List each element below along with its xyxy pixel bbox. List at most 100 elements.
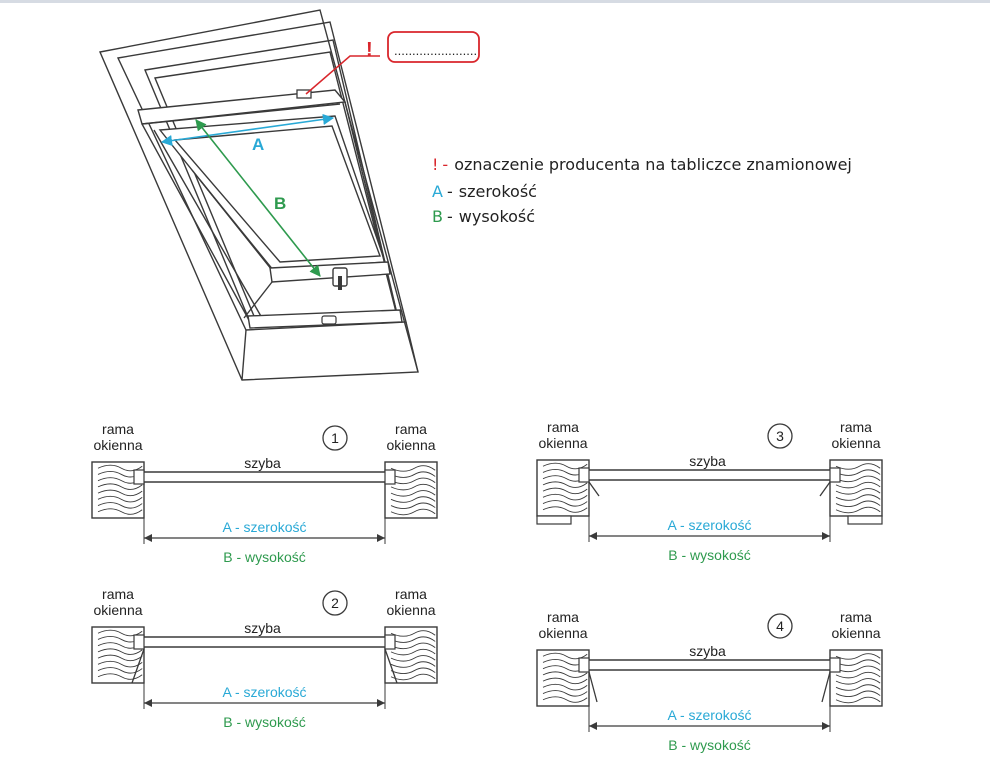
- wood-grain: [835, 469, 881, 476]
- arrow-head: [589, 722, 597, 730]
- glass-pane: [137, 636, 392, 648]
- legend-text: oznaczenie producenta na tabliczce znami…: [454, 155, 852, 174]
- section-number: 1: [331, 430, 339, 446]
- wood-grain: [542, 677, 588, 685]
- dimension-a-label: A: [252, 135, 264, 154]
- glass-seal: [133, 634, 145, 650]
- frame-right-label: okienna: [831, 435, 880, 451]
- wood-grain: [97, 673, 143, 680]
- frame-left-label: okienna: [538, 435, 587, 451]
- wood-grain: [390, 496, 436, 503]
- wood-grain: [390, 502, 436, 510]
- callout-placeholder: .......................: [394, 43, 477, 58]
- wood-grain: [542, 506, 588, 513]
- dimension-b-text: B - wysokość: [668, 547, 750, 563]
- wood-grain: [835, 653, 881, 660]
- wood-grain: [97, 660, 143, 668]
- wood-grain: [390, 465, 436, 472]
- handle-icon: [332, 267, 348, 290]
- wood-grain: [97, 489, 143, 497]
- arrow-head: [822, 532, 830, 540]
- wood-grain: [97, 508, 143, 515]
- wood-grain: [390, 642, 436, 650]
- wood-grain: [390, 648, 436, 656]
- glass-seal: [384, 469, 396, 485]
- glass-seal: [384, 634, 396, 650]
- frame-right-label: rama: [395, 586, 427, 602]
- frame-left-label: okienna: [538, 625, 587, 641]
- reveal-edge: [384, 648, 398, 684]
- wood-grain: [97, 495, 143, 503]
- frame-left-label: rama: [547, 609, 579, 625]
- glass-pane: [582, 659, 837, 671]
- wood-grain: [835, 463, 881, 470]
- wood-grain: [835, 659, 881, 666]
- wood-grain: [835, 506, 881, 514]
- wood-grain: [390, 630, 436, 637]
- glass-seal: [829, 657, 841, 673]
- legend-item-height: B-wysokość: [432, 207, 535, 226]
- legend-dash: -: [442, 155, 449, 174]
- callout-mark: !: [366, 39, 373, 61]
- frame-left-label: rama: [547, 419, 579, 435]
- frame-left-label: okienna: [93, 437, 142, 453]
- dimension-b-line: [195, 119, 321, 277]
- callout-box: [387, 31, 480, 63]
- wood-grain: [542, 493, 588, 501]
- wood-grain: [390, 490, 436, 497]
- wood-grain: [835, 690, 881, 698]
- wood-grain: [542, 696, 588, 703]
- wood-grain: [390, 483, 436, 491]
- frame-left-label: rama: [102, 586, 134, 602]
- nameplate-icon: [296, 89, 312, 99]
- glass-label: szyba: [244, 455, 281, 471]
- section-number-badge: [767, 613, 793, 639]
- dimension-a-text: A - szerokość: [667, 707, 751, 723]
- legend-text: wysokość: [458, 207, 536, 226]
- wood-grain: [390, 673, 436, 681]
- dimension-b-text: B - wysokość: [668, 737, 750, 753]
- section-number: 3: [776, 428, 784, 444]
- wood-grain: [835, 494, 881, 501]
- legend-item-manufacturer: !-oznaczenie producenta na tabliczce zna…: [432, 155, 852, 174]
- dimension-a-text: A - szerokość: [667, 517, 751, 533]
- reveal-edge: [588, 481, 600, 497]
- glass-pane: [137, 471, 392, 483]
- wood-grain: [390, 667, 436, 675]
- wood-grain: [835, 678, 881, 685]
- wood-grain: [835, 671, 881, 679]
- window-outline: [99, 9, 419, 381]
- dimension-b-text: B - wysokość: [223, 549, 305, 565]
- top-divider: [0, 0, 990, 3]
- sill-strip: [847, 515, 883, 525]
- wood-grain: [390, 471, 436, 478]
- legend-text: szerokość: [458, 182, 537, 201]
- frame-right-label: rama: [395, 421, 427, 437]
- wood-grain: [542, 487, 588, 495]
- glass-seal: [578, 467, 590, 483]
- callout-leader: [305, 55, 380, 95]
- legend-dash: -: [446, 182, 453, 201]
- reveal-edge: [821, 671, 831, 703]
- reveal-edge: [588, 671, 598, 703]
- wood-grain: [542, 481, 588, 488]
- frame-left-label: rama: [102, 421, 134, 437]
- arrow-head: [589, 532, 597, 540]
- frame-right-label: rama: [840, 419, 872, 435]
- wood-grain: [390, 508, 436, 516]
- wood-grain: [390, 477, 436, 485]
- wood-grain: [390, 655, 436, 662]
- arrow-head: [822, 722, 830, 730]
- frame-right-label: rama: [840, 609, 872, 625]
- legend-key: A: [432, 182, 443, 201]
- arrow-head: [144, 534, 152, 542]
- wood-grain: [835, 481, 881, 489]
- wood-grain: [835, 684, 881, 691]
- section-number-badge: [767, 423, 793, 449]
- dimension-a-text: A - szerokość: [222, 684, 306, 700]
- wood-grain: [835, 696, 881, 704]
